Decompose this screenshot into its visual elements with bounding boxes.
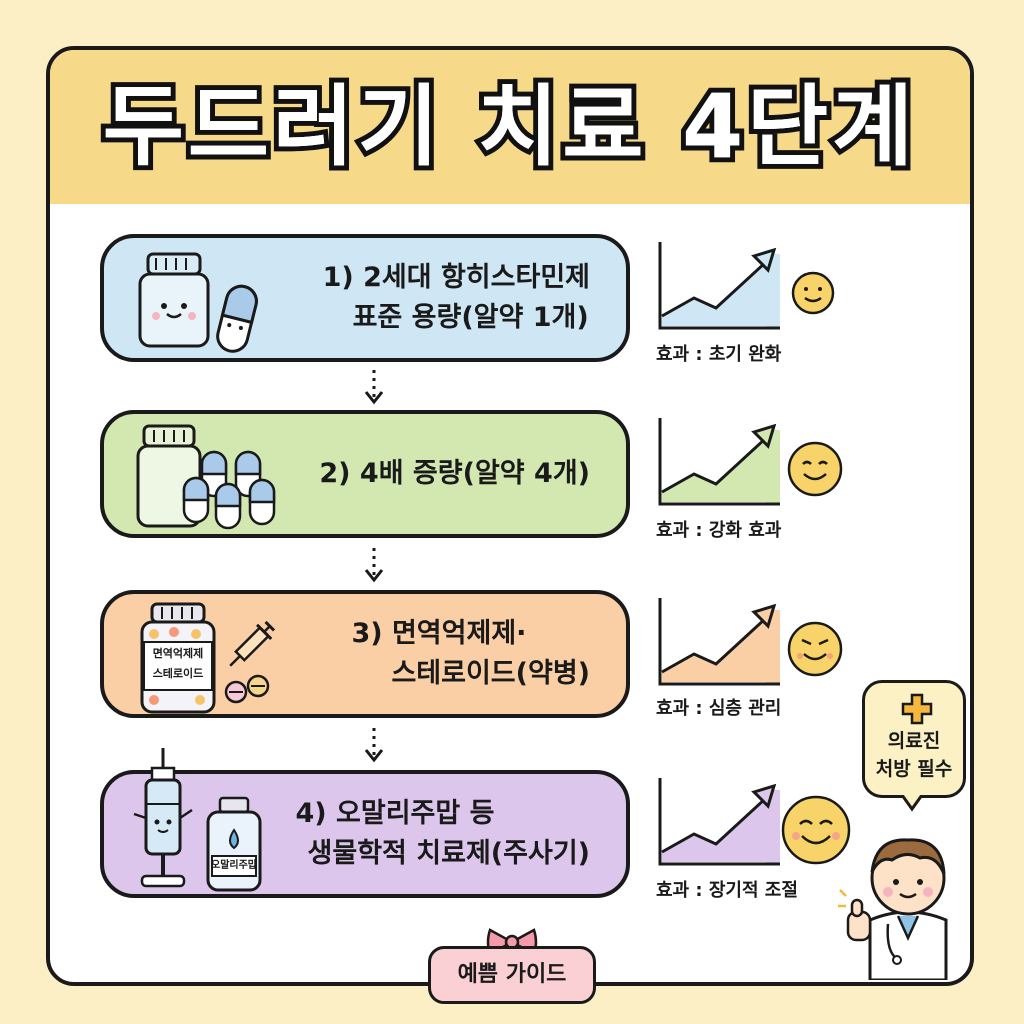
doctor-icon — [838, 838, 948, 980]
chart-icon — [658, 598, 780, 686]
effect-text-4: 효과 : 장기적 조절 — [656, 880, 798, 901]
guide-label: 예쁨 가이드 — [428, 946, 596, 1004]
chart-icon — [658, 418, 780, 506]
pill-icon — [224, 674, 270, 704]
step-3-label: 3) 면역억제제· 스테로이드(약병) — [351, 618, 590, 689]
effect-text-2: 효과 : 강화 효과 — [656, 520, 782, 541]
effect-text-1: 효과 : 초기 완화 — [656, 344, 782, 365]
step-1-label: 1) 2세대 항히스타민제 표준 용량(알약 1개) — [322, 262, 590, 333]
vial-icon: 오말리주맙 — [202, 796, 266, 892]
syringe-icon — [133, 748, 193, 888]
dotted-arrow-1 — [364, 370, 384, 405]
dotted-arrow-3 — [364, 728, 384, 763]
vial-label: 오말리주맙 — [211, 860, 257, 871]
capsule-icon — [182, 450, 276, 530]
bubble-tail — [900, 795, 924, 812]
step-2-label: 2) 4배 증량(알약 4개) — [319, 458, 590, 489]
bottle-label: 면역억제제 스테로이드 — [152, 647, 204, 680]
dotted-arrow-2 — [364, 548, 384, 583]
smiley-icon — [787, 621, 843, 677]
step-4-label: 4) 오말리주맙 등 생물학적 치료제(주사기) — [295, 798, 590, 869]
page-title: 두드러기 치료 4단계 — [98, 70, 918, 183]
smiley-icon — [787, 441, 843, 497]
bubble-text: 의료진 처방 필수 — [875, 730, 953, 780]
pill-bottle-icon: 면역억제제 스테로이드 — [138, 602, 218, 714]
title-band: 두드러기 치료 4단계 — [50, 50, 970, 204]
prescription-bubble: 의료진 처방 필수 — [862, 680, 966, 798]
step-4-card: 오말리주맙 4) 오말리주맙 등 생물학적 치료제(주사기) — [100, 748, 630, 898]
plus-icon — [901, 693, 933, 725]
capsule-icon — [216, 284, 258, 353]
step-1-card: 1) 2세대 항히스타민제 표준 용량(알약 1개) — [100, 234, 630, 362]
effect-text-3: 효과 : 심층 관리 — [656, 698, 782, 719]
step-2-card: 2) 4배 증량(알약 4개) — [100, 410, 630, 538]
syringe-icon — [229, 620, 276, 667]
smiley-icon — [791, 271, 835, 315]
chart-icon — [658, 242, 780, 330]
chart-icon — [658, 778, 780, 866]
pill-bottle-icon — [138, 252, 210, 348]
smiley-icon — [781, 795, 851, 865]
step-3-card: 면역억제제 스테로이드 3) 면역억제제· 스테로이드(약병) — [100, 590, 630, 718]
